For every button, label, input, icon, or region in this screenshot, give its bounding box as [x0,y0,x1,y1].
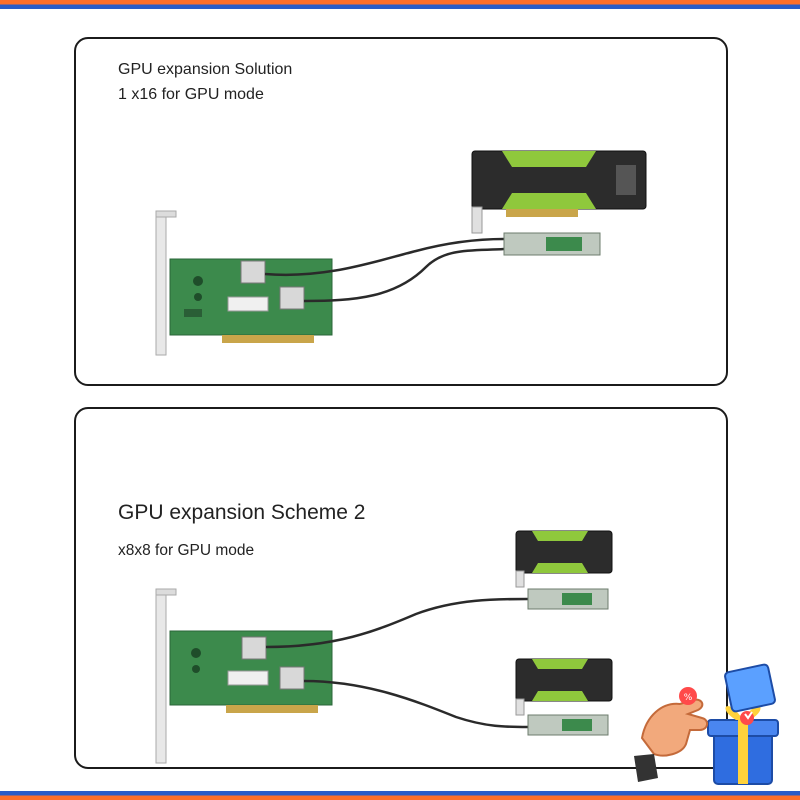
pcie-bracket-icon [155,588,177,764]
host-adapter-card [169,630,333,713]
gpu-x8x8-diagram [155,530,613,764]
panel-scheme-2: GPU expansion Scheme 2 x8x8 for GPU mode [74,407,728,769]
gpu-card-icon [515,658,613,716]
gpu-x16-diagram [155,150,647,356]
svg-text:%: % [684,693,693,703]
slimsas-cable-icon [264,237,505,303]
bottom-border [0,791,800,800]
top-border [0,0,800,9]
panel-subtitle: 1 x16 for GPU mode [118,86,264,103]
promo-gift-sticker: % [634,663,779,785]
riser-card [527,714,609,736]
panel-solution-1: GPU expansion Solution 1 x16 for GPU mod… [74,37,728,386]
hand-icon [634,698,708,782]
gpu-card-icon [515,530,613,588]
riser-card [527,588,609,610]
panel-title: GPU expansion Solution [118,61,293,78]
pcie-bracket-icon [155,210,177,356]
panel-title: GPU expansion Scheme 2 [118,501,366,524]
panel-subtitle: x8x8 for GPU mode [118,542,255,559]
riser-card [503,232,601,256]
host-adapter-card [169,258,333,343]
gpu-card-icon [471,150,647,234]
slimsas-cable-icon [265,597,529,729]
gift-box-icon [707,663,779,785]
